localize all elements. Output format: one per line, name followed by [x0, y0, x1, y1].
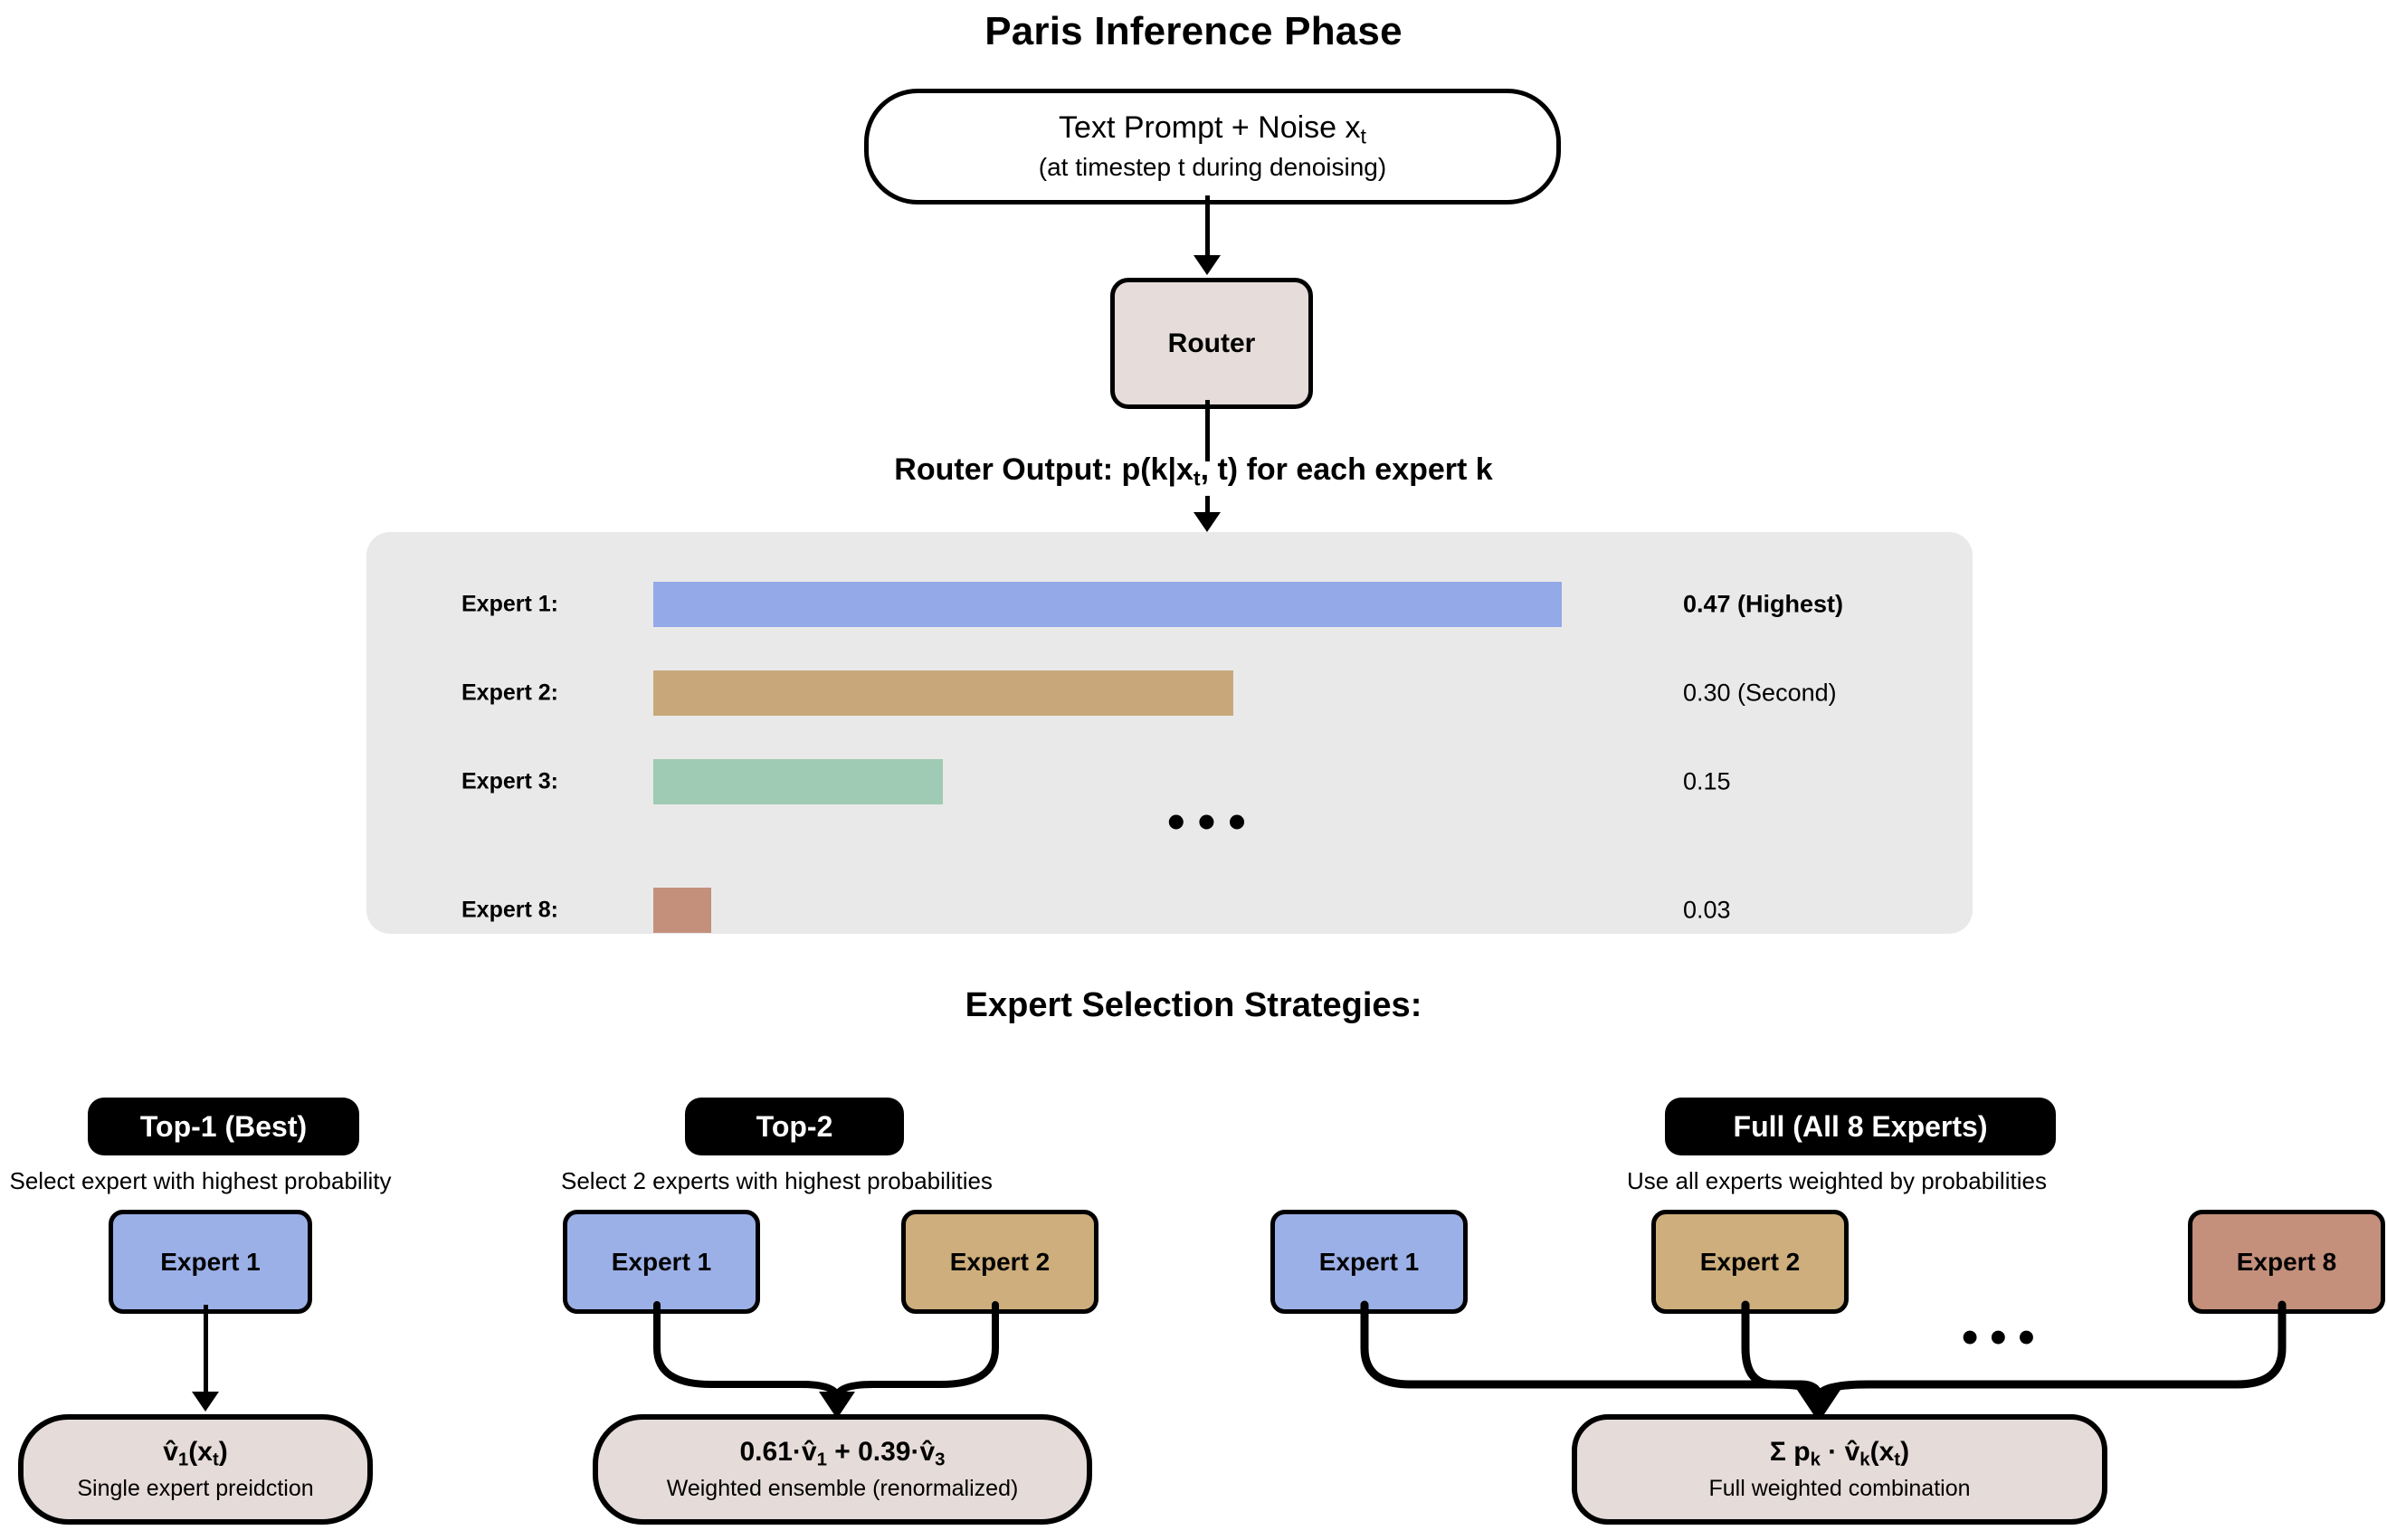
expert-box-top1-expert1[interactable]: Expert 1	[109, 1210, 312, 1314]
arrow-output-to-panel-head	[1194, 512, 1221, 532]
probability-row: Expert 3: 0.15	[366, 759, 1973, 804]
arrow-router-to-output-line	[1205, 400, 1210, 461]
strategy-subtitle-full: Use all experts weighted by probabilitie…	[1627, 1167, 2047, 1194]
router-output-label: Router Output: p(k|xt, t) for each exper…	[894, 452, 1493, 490]
probability-row: Expert 1: 0.47 (Highest)	[366, 582, 1973, 627]
probability-bar	[653, 759, 943, 804]
probability-bar	[653, 582, 1562, 627]
arrow-top1-head	[192, 1392, 219, 1412]
arrow-input-to-router-line	[1205, 195, 1210, 257]
expert-box-label: Expert 8	[2236, 1247, 2337, 1276]
expert-box-full-expert8[interactable]: Expert 8	[2188, 1210, 2385, 1314]
expert-box-label: Expert 2	[1699, 1247, 1801, 1276]
strategy-subtitle-top1: Select expert with highest probability	[9, 1167, 392, 1194]
output-formula-top2: 0.61·v̂1 + 0.39·v̂3	[739, 1437, 946, 1471]
probability-row-label: Expert 1:	[461, 591, 558, 617]
input-node-line2: (at timestep t during denoising)	[1038, 153, 1387, 182]
expert-box-label: Expert 2	[949, 1247, 1051, 1276]
probability-value-label: 0.03	[1683, 896, 1731, 924]
output-caption-full: Full weighted combination	[1708, 1475, 1971, 1501]
expert-box-label: Expert 1	[1318, 1247, 1420, 1276]
probability-value-label: 0.30 (Second)	[1683, 679, 1837, 707]
arrow-output-to-panel-line	[1205, 496, 1210, 521]
probability-row-label: Expert 3:	[461, 768, 558, 794]
arrow-input-to-router-head	[1194, 255, 1221, 275]
expert-box-full-expert2[interactable]: Expert 2	[1651, 1210, 1849, 1314]
output-caption-top2: Weighted ensemble (renormalized)	[666, 1475, 1019, 1501]
probability-bar	[653, 670, 1233, 716]
router-label: Router	[1167, 328, 1256, 358]
full-experts-ellipsis: •••	[1962, 1311, 2047, 1364]
output-formula-top1: v̂1(xt)	[163, 1437, 228, 1471]
expert-box-top2-expert1[interactable]: Expert 1	[563, 1210, 760, 1314]
expert-box-label: Expert 1	[611, 1247, 712, 1276]
input-node: Text Prompt + Noise xt (at timestep t du…	[864, 89, 1561, 204]
probability-value-label: 0.47 (Highest)	[1683, 590, 1844, 618]
probability-row: Expert 8: 0.03	[366, 888, 1973, 933]
probability-ellipsis: •••	[1167, 793, 1259, 850]
output-formula-full: Σ pk · v̂k(xt)	[1769, 1437, 1910, 1471]
expert-box-label: Expert 1	[160, 1247, 261, 1276]
probability-bar	[653, 888, 711, 933]
strategy-pill-top2[interactable]: Top-2	[685, 1098, 904, 1155]
router-node: Router	[1110, 278, 1313, 409]
strategy-pill-full[interactable]: Full (All 8 Experts)	[1665, 1098, 2056, 1155]
probability-row: Expert 2: 0.30 (Second)	[366, 670, 1973, 716]
strategies-heading: Expert Selection Strategies:	[965, 986, 1422, 1024]
page-title: Paris Inference Phase	[984, 9, 1403, 53]
expert-box-full-expert1[interactable]: Expert 1	[1270, 1210, 1468, 1314]
probability-value-label: 0.15	[1683, 767, 1731, 795]
input-node-line1: Text Prompt + Noise xt	[1059, 110, 1366, 148]
output-pill-top2: 0.61·v̂1 + 0.39·v̂3 Weighted ensemble (r…	[593, 1414, 1092, 1525]
strategy-pill-top1[interactable]: Top-1 (Best)	[88, 1098, 359, 1155]
strategy-subtitle-top2: Select 2 experts with highest probabilit…	[561, 1167, 993, 1194]
output-pill-full: Σ pk · v̂k(xt) Full weighted combination	[1572, 1414, 2107, 1525]
probability-row-label: Expert 2:	[461, 680, 558, 706]
arrow-top1-line	[204, 1305, 208, 1395]
output-caption-top1: Single expert preidction	[77, 1475, 314, 1501]
probability-row-label: Expert 8:	[461, 897, 558, 923]
expert-box-top2-expert2[interactable]: Expert 2	[901, 1210, 1098, 1314]
output-pill-top1: v̂1(xt) Single expert preidction	[18, 1414, 373, 1525]
